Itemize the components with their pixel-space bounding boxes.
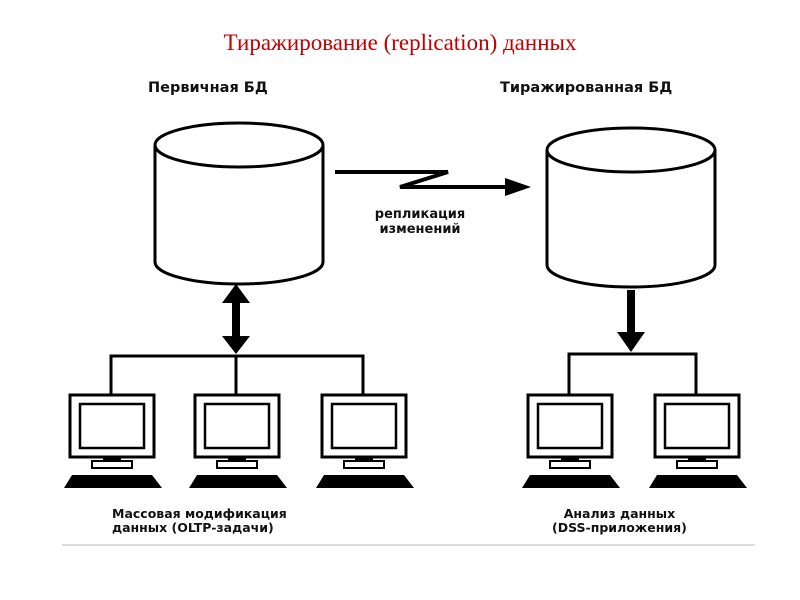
double-arrow-icon	[222, 284, 250, 354]
dss-caption-line1: Анализ данных	[563, 506, 676, 521]
primary-db-label: Первичная БД	[148, 80, 268, 96]
oltp-workstation-2-icon	[187, 393, 289, 490]
replica-db-cylinder-icon	[545, 126, 717, 289]
replication-label-line1: репликация	[374, 207, 466, 222]
down-arrow-icon	[617, 290, 645, 352]
dss-caption: Анализ данных (DSS-приложения)	[552, 506, 687, 536]
dss-workstation-1-icon	[520, 393, 622, 490]
left-network-bus	[109, 354, 365, 397]
primary-db-cylinder-icon	[153, 121, 325, 286]
oltp-workstation-1-icon	[62, 393, 164, 490]
dss-caption-line2: (DSS-приложения)	[552, 520, 687, 536]
oltp-caption: Массовая модификация данных (OLTP-задачи…	[112, 506, 287, 536]
replication-zigzag-arrow-icon	[335, 170, 531, 196]
right-network-bus	[567, 352, 698, 397]
dss-workstation-2-icon	[647, 393, 749, 490]
oltp-workstation-3-icon	[314, 393, 416, 490]
page-title: Тиражирование (replication) данных	[223, 30, 577, 55]
replication-label: репликация изменений	[356, 207, 484, 238]
oltp-caption-line2: данных (OLTP-задачи)	[112, 520, 274, 536]
replica-db-label: Тиражированная БД	[500, 80, 673, 96]
oltp-caption-line1: Массовая модификация	[112, 506, 287, 521]
replication-label-line2: изменений	[379, 221, 461, 237]
